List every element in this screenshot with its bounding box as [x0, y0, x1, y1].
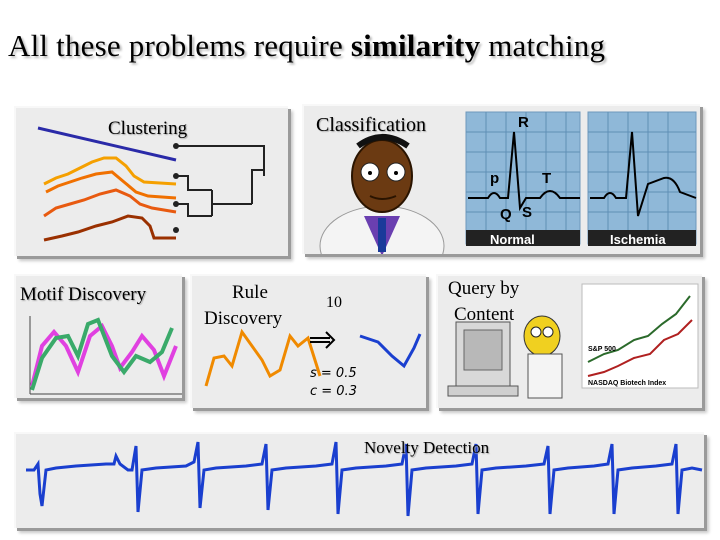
novelty-detection-panel: Novelty Detection [14, 432, 704, 528]
stock-label-sp500: S&P 500 [588, 346, 616, 353]
ecg-normal-label: Normal [490, 232, 535, 247]
rule-label-line2: Discovery [204, 308, 283, 329]
slide-title: All these problems require similarity ma… [8, 28, 606, 63]
clustering-panel: Clustering [14, 106, 288, 256]
query-label-line2: Content [454, 304, 515, 325]
motif-time-series [29, 316, 182, 395]
rule-confidence-value: c = 0.3 [310, 384, 357, 399]
rule-window-value: 10 [326, 294, 342, 311]
classification-illustration [319, 111, 697, 254]
ecg-wave-t-label: T [542, 170, 552, 187]
ecg-wave-s-label: S [522, 204, 533, 221]
query-illustration [447, 283, 699, 399]
query-label-line1: Query by [448, 278, 520, 299]
novelty-detection-label: Novelty Detection [364, 438, 490, 457]
ecg-ischemia-label: Ischemia [610, 232, 666, 247]
rule-label-line1: Rule [232, 282, 268, 303]
clustering-dendrogram [37, 126, 265, 242]
classification-label: Classification [316, 114, 426, 136]
ecg-wave-p-label: p [490, 170, 500, 187]
ecg-wave-q-label: Q [500, 206, 512, 223]
rule-support-value: s = 0.5 [310, 366, 357, 381]
rule-discovery-series [204, 328, 422, 387]
ecg-wave-r-label: R [518, 114, 529, 131]
clustering-label: Clustering [108, 118, 188, 139]
rule-discovery-panel: Rule Discovery 10 s = 0.5 c = 0.3 [190, 274, 426, 408]
motif-discovery-panel: Motif Discovery [14, 274, 182, 398]
stock-label-nasdaq: NASDAQ Biotech Index [588, 380, 667, 387]
classification-panel: Classification R p T Q S Normal Ischemia [302, 104, 700, 254]
motif-discovery-label: Motif Discovery [20, 284, 147, 305]
query-by-content-panel: Query by Content S&P 500 NASDAQ Biotech … [436, 274, 702, 408]
novelty-ecg-series [26, 441, 703, 517]
